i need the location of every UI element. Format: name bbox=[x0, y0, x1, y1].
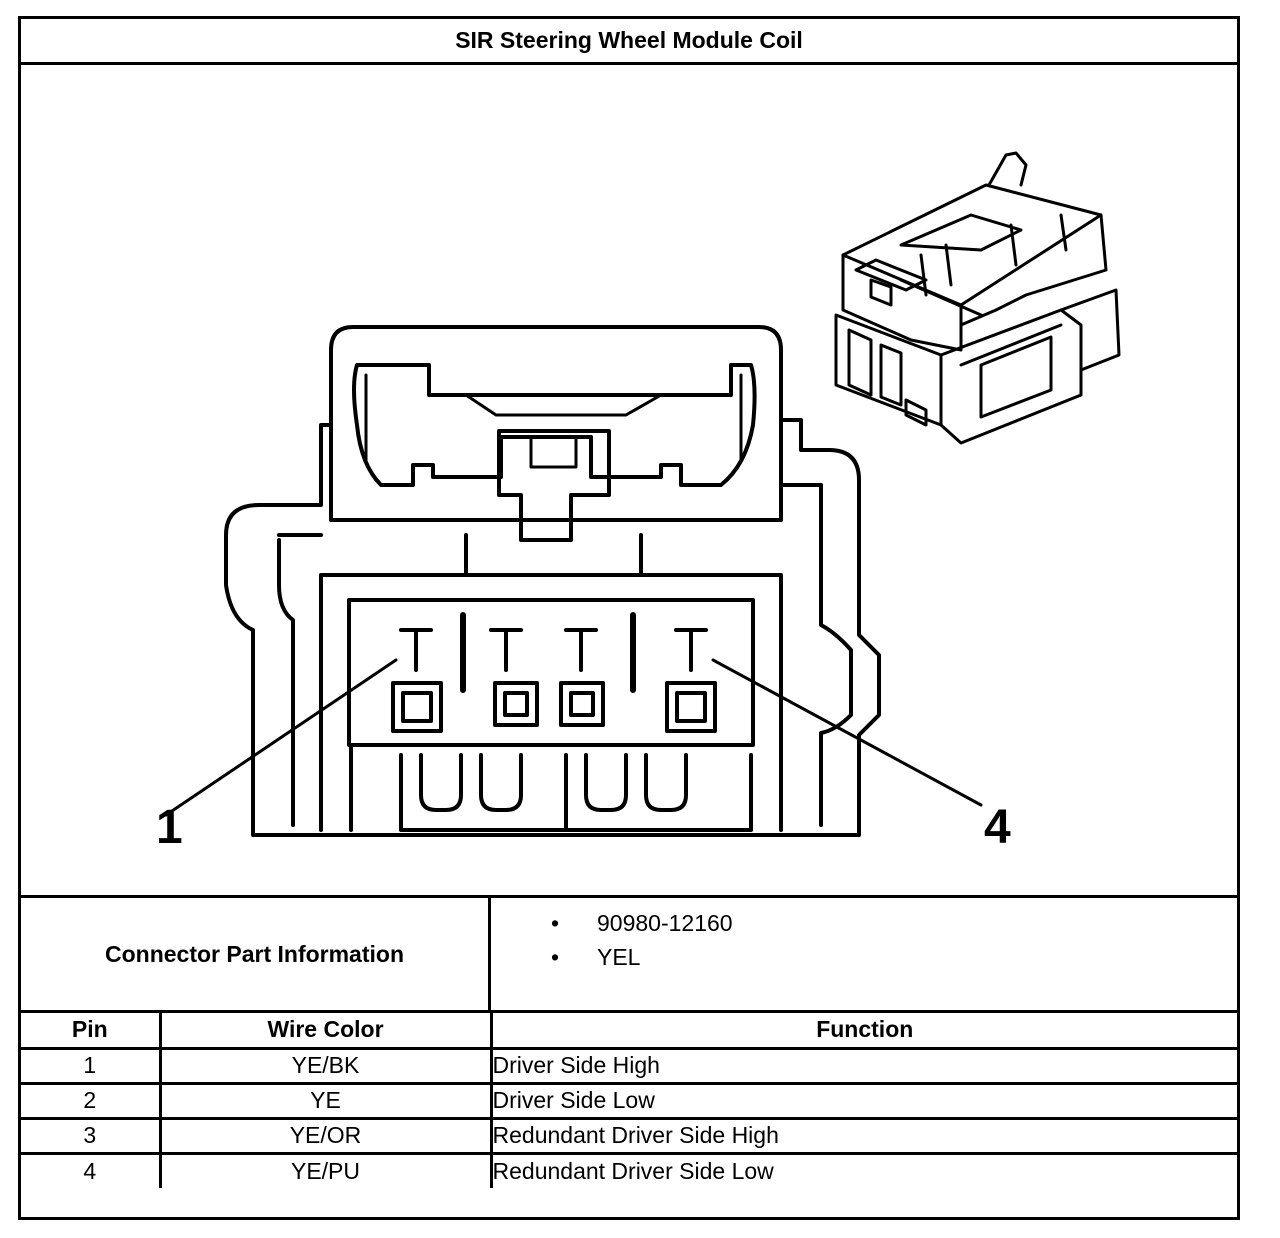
pin-table-header-row: Pin Wire Color Function bbox=[21, 1013, 1237, 1050]
bullet-icon: • bbox=[550, 944, 560, 970]
function-cell: Redundant Driver Side Low bbox=[489, 1151, 1237, 1188]
function-cell: Redundant Driver Side High bbox=[489, 1116, 1237, 1155]
diagram-title: SIR Steering Wheel Module Coil bbox=[21, 19, 1237, 65]
wire-color-cell: YE bbox=[158, 1081, 493, 1120]
function-cell: Driver Side Low bbox=[489, 1081, 1237, 1120]
connector-figure: 1 4 bbox=[21, 65, 1237, 895]
wire-color-cell: YE/PU bbox=[158, 1151, 493, 1188]
pin-4-callout: 4 bbox=[984, 801, 1011, 854]
pin-cell: 4 bbox=[21, 1151, 162, 1188]
table-row: 2 YE Driver Side Low bbox=[21, 1081, 1237, 1120]
pin-cell: 1 bbox=[21, 1046, 162, 1085]
connector-part-info-section: Connector Part Information • 90980-12160… bbox=[21, 895, 1237, 1013]
connector-color-text: YEL bbox=[597, 944, 641, 970]
connector-diagram-frame: SIR Steering Wheel Module Coil bbox=[18, 16, 1240, 1220]
pin-cell: 3 bbox=[21, 1116, 162, 1155]
wire-color-cell: YE/BK bbox=[158, 1046, 493, 1085]
part-number-item: • 90980-12160 bbox=[491, 906, 1237, 940]
pin-table: Pin Wire Color Function 1 YE/BK Driver S… bbox=[21, 1013, 1237, 1188]
pin-column-header: Pin bbox=[21, 1013, 162, 1050]
pin-cell: 2 bbox=[21, 1081, 162, 1120]
function-cell: Driver Side High bbox=[489, 1046, 1237, 1085]
bullet-icon: • bbox=[550, 910, 560, 936]
connector-part-info-list: • 90980-12160 • YEL bbox=[491, 898, 1237, 1010]
wire-color-column-header: Wire Color bbox=[158, 1013, 493, 1050]
wire-color-cell: YE/OR bbox=[158, 1116, 493, 1155]
connector-part-info-label: Connector Part Information bbox=[21, 898, 491, 1010]
part-number-text: 90980-12160 bbox=[597, 910, 733, 936]
table-row: 1 YE/BK Driver Side High bbox=[21, 1046, 1237, 1085]
table-row: 3 YE/OR Redundant Driver Side High bbox=[21, 1116, 1237, 1155]
connector-color-item: • YEL bbox=[491, 940, 1237, 974]
connector-face-view-icon bbox=[164, 325, 983, 837]
pin-1-callout: 1 bbox=[156, 801, 183, 854]
function-column-header: Function bbox=[489, 1013, 1237, 1050]
connector-isometric-icon bbox=[834, 151, 1121, 445]
table-row: 4 YE/PU Redundant Driver Side Low bbox=[21, 1151, 1237, 1188]
